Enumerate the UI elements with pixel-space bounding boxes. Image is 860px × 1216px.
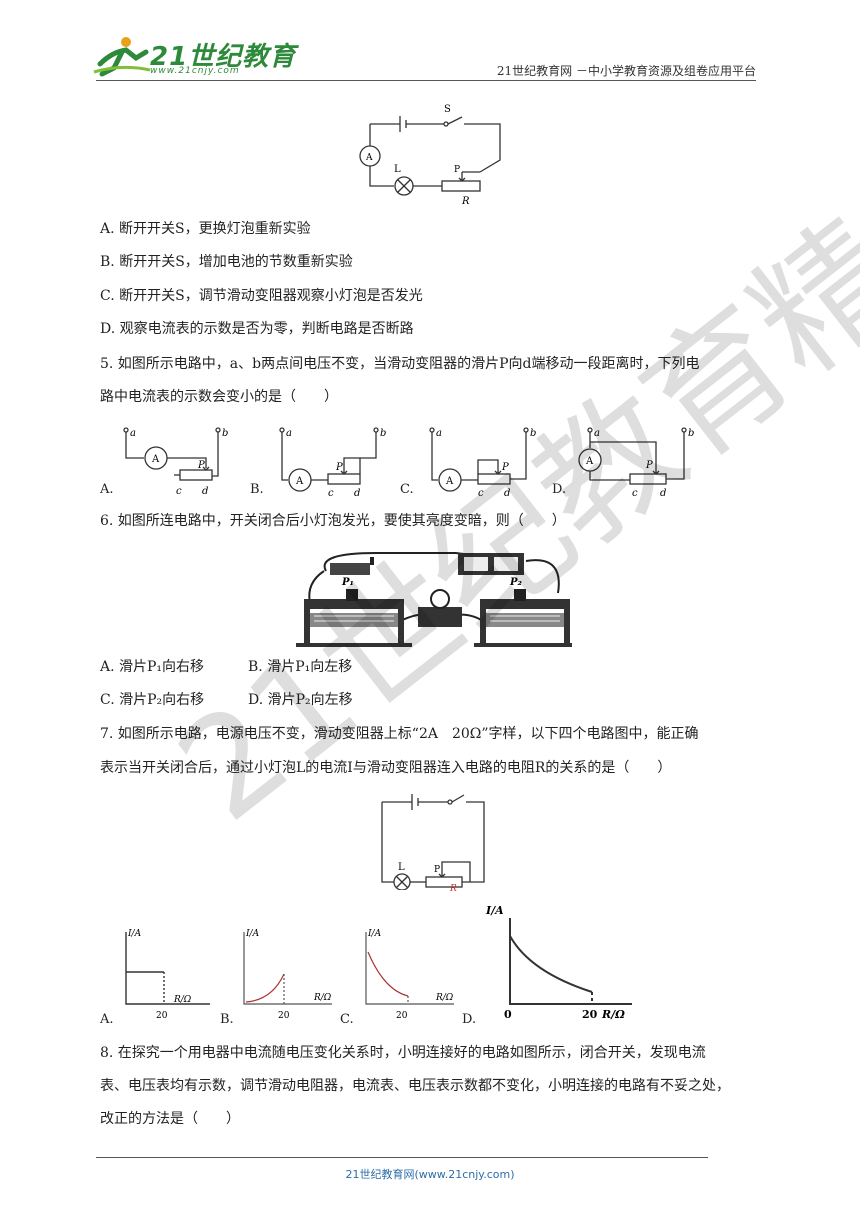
q5-diagram-b: a b A P c d xyxy=(279,427,386,499)
end-c-label: c xyxy=(632,488,638,499)
q5-diagram-d: a b A P c d xyxy=(578,427,694,499)
slider-p1-label: P₁ xyxy=(341,577,354,588)
q5-stem-line2: 路中电流表的示数会变小的是（ ） xyxy=(100,389,338,405)
q5-option-a-letter: A. xyxy=(100,482,114,497)
q6-option-d: D. 滑片P₂向左移 xyxy=(248,692,353,708)
terminal-b-label: b xyxy=(222,428,228,439)
q7-graph-a: I/A R/Ω 20 xyxy=(125,929,210,1021)
resistor-label: R xyxy=(461,196,470,207)
q7-graph-d: I/A 0 20 R/Ω xyxy=(485,904,632,1021)
q7-option-a-letter: A. xyxy=(100,1012,114,1027)
y-axis-label: I/A xyxy=(245,929,260,939)
q6-stem: 6. 如图所连电路中，开关闭合后小灯泡发光，要使其亮度变暗，则（ ） xyxy=(100,513,566,529)
logo xyxy=(92,34,272,78)
y-axis-label: I/A xyxy=(485,904,504,917)
q4-option-a: A. 断开开关S，更换灯泡重新实验 xyxy=(100,221,311,237)
footer-divider xyxy=(96,1157,708,1158)
ammeter-label: A xyxy=(365,153,373,163)
q5-option-b-letter: B. xyxy=(250,482,264,497)
ammeter-label: A xyxy=(151,454,160,465)
terminal-b-label: b xyxy=(688,428,694,439)
q4-option-b: B. 断开开关S，增加电池的节数重新实验 xyxy=(100,254,353,270)
switch-label: S xyxy=(444,104,451,115)
slider-p2-label: P₂ xyxy=(509,577,523,588)
x-axis-label: R/Ω xyxy=(173,995,192,1005)
slider-label: P xyxy=(645,460,653,471)
logo-text: 21世纪教育 xyxy=(150,42,297,72)
terminal-a-label: a xyxy=(286,428,292,439)
q7-stem-line1: 7. 如图所示电路，电源电压不变，滑动变阻器上标“2A 20Ω”字样，以下四个电… xyxy=(100,726,699,742)
q5-stem-line1: 5. 如图所示电路中，a、b两点间电压不变，当滑动变阻器的滑片P向d端移动一段距… xyxy=(100,356,700,372)
end-c-label: c xyxy=(478,488,484,499)
site-title: 21世纪教育网 －中小学教育资源及组卷应用平台 xyxy=(496,64,756,78)
q6-option-c: C. 滑片P₂向右移 xyxy=(100,692,205,708)
q7-option-d-letter: D. xyxy=(462,1012,477,1027)
q5-diagram-a: a b A P c d xyxy=(123,427,228,497)
tick-20-label: 20 xyxy=(582,1008,598,1021)
x-axis-label: R/Ω xyxy=(313,993,332,1003)
x-axis-label: R/Ω xyxy=(601,1008,625,1021)
header-divider xyxy=(96,80,756,81)
q7-option-b-letter: B. xyxy=(220,1012,234,1027)
y-axis-label: I/A xyxy=(367,929,382,939)
tick-20-label: 20 xyxy=(156,1011,168,1021)
q7-option-c-letter: C. xyxy=(340,1012,354,1027)
q4-option-d: D. 观察电流表的示数是否为零，判断电路是否断路 xyxy=(100,321,414,337)
slider-label: P xyxy=(434,865,440,875)
end-d-label: d xyxy=(504,488,510,499)
end-d-label: d xyxy=(660,488,666,499)
q6-option-b: B. 滑片P₁向左移 xyxy=(248,659,353,675)
q6-apparatus-picture: P₁ P₂ xyxy=(296,552,572,647)
q6-option-a: A. 滑片P₁向右移 xyxy=(100,659,205,675)
q7-graph-b: I/A R/Ω 20 xyxy=(243,929,332,1021)
x-axis-label: R/Ω xyxy=(435,993,454,1003)
q7-graph-c: I/A R/Ω 20 xyxy=(365,929,454,1021)
y-axis-label: I/A xyxy=(127,929,142,939)
ammeter-label: A xyxy=(445,476,454,487)
q5-option-c-letter: C. xyxy=(400,482,414,497)
q8-stem-line2: 表、电压表均有示数，调节滑动电阻器，电流表、电压表示数都不变化，小明连接的电路有… xyxy=(100,1078,730,1094)
end-c-label: c xyxy=(176,486,182,497)
terminal-a-label: a xyxy=(436,428,442,439)
q8-stem-line3: 改正的方法是（ ） xyxy=(100,1111,240,1127)
logo-url: www.21cnjy.com xyxy=(150,66,240,76)
origin-label: 0 xyxy=(504,1008,512,1021)
q5-diagram-c: a b A P c d xyxy=(429,427,536,499)
q7-resistor-label: R xyxy=(450,884,457,894)
end-d-label: d xyxy=(354,488,360,499)
end-c-label: c xyxy=(328,488,334,499)
slider-label: P xyxy=(335,462,343,473)
tick-20-label: 20 xyxy=(396,1011,408,1021)
terminal-a-label: a xyxy=(594,428,600,439)
end-d-label: d xyxy=(202,486,208,497)
q7-stem-line2: 表示当开关闭合后，通过小灯泡L的电流I与滑动变阻器连入电路的电阻R的关系的是（ … xyxy=(100,760,672,776)
q8-stem-line1: 8. 在探究一个用电器中电流随电压变化关系时，小明连接好的电路如图所示，闭合开关… xyxy=(100,1045,706,1061)
q5-option-d-letter: D. xyxy=(552,482,567,497)
q7-circuit-diagram: L P xyxy=(381,794,485,890)
q4-option-c: C. 断开开关S，调节滑动变阻器观察小灯泡是否发光 xyxy=(100,288,423,304)
lamp-label: L xyxy=(394,164,401,175)
ammeter-label: A xyxy=(295,476,304,487)
slider-label: P xyxy=(501,462,509,473)
terminal-b-label: b xyxy=(530,428,536,439)
tick-20-label: 20 xyxy=(278,1011,290,1021)
terminal-a-label: a xyxy=(130,428,136,439)
lamp-label: L xyxy=(398,862,405,873)
runner-logo-icon xyxy=(93,37,151,77)
slider-label: P xyxy=(197,460,205,471)
footer-text: 21世纪教育网(www.21cnjy.com) xyxy=(345,1168,515,1181)
slider-label: P xyxy=(454,165,460,175)
terminal-b-label: b xyxy=(380,428,386,439)
q4-circuit-diagram: A S L P R xyxy=(359,104,501,207)
ammeter-label: A xyxy=(585,456,594,467)
